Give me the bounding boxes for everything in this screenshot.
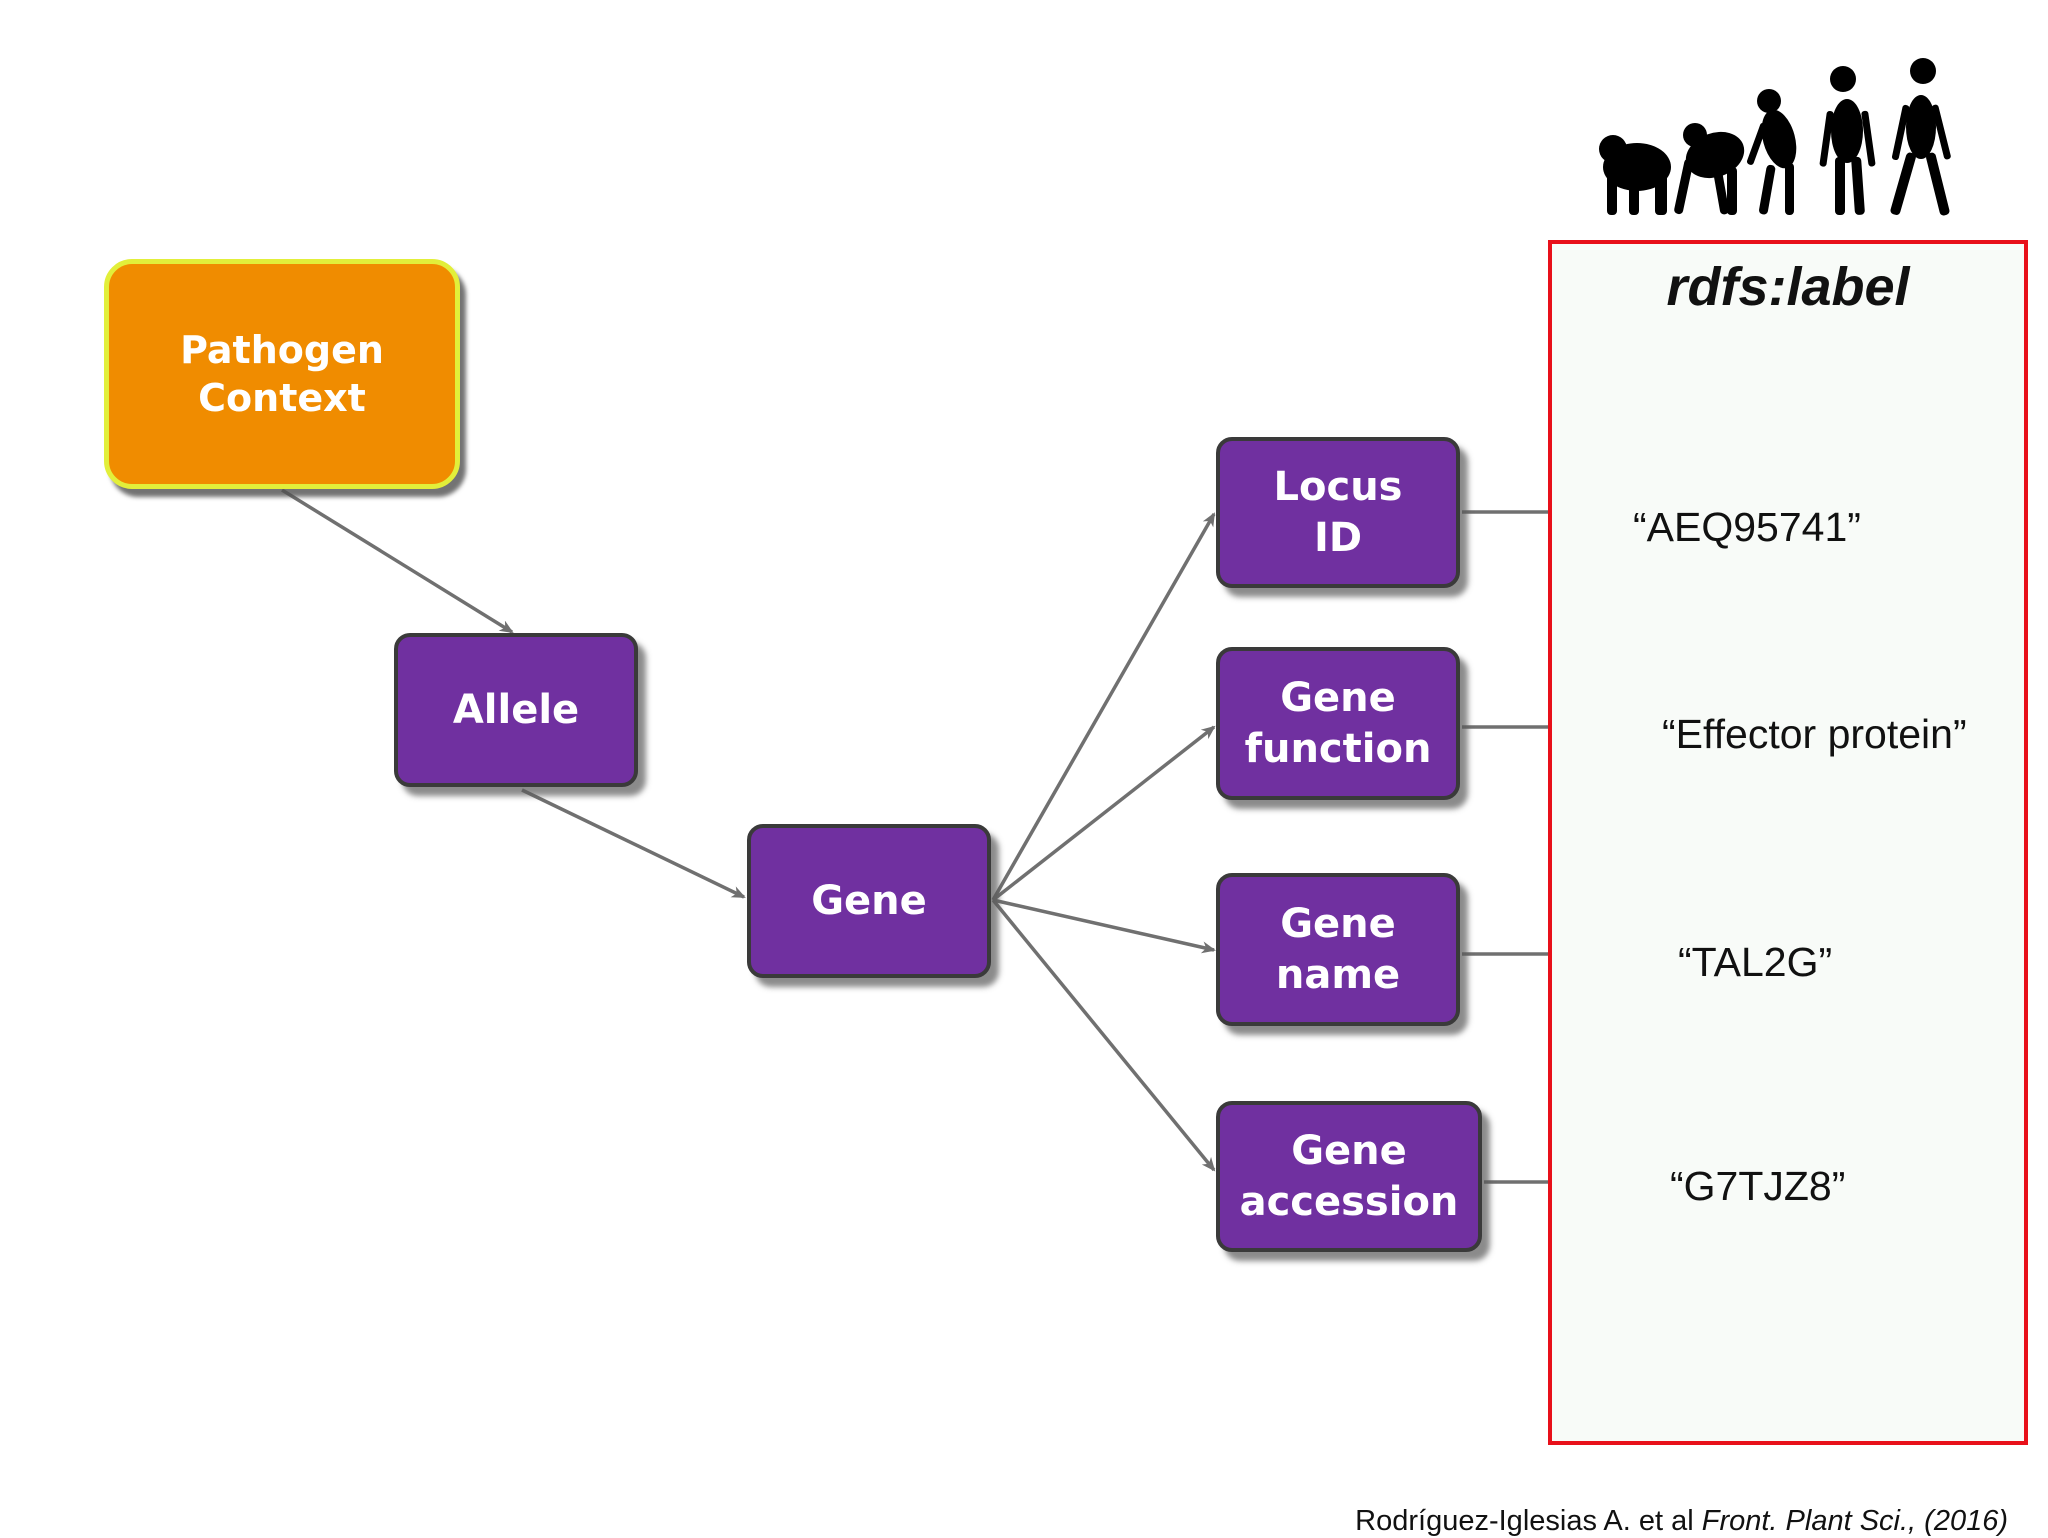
- citation-authors: Rodríguez-Iglesias A. et al: [1355, 1505, 1702, 1537]
- locus-id-label: Locus ID: [1273, 463, 1403, 561]
- arrow-pathogen-to-allele: [281, 488, 514, 634]
- gene-function-node[interactable]: Gene function: [1216, 647, 1460, 800]
- arrow-allele-to-gene: [521, 788, 746, 899]
- citation-journal: Front. Plant Sci., (2016): [1701, 1505, 2008, 1537]
- gene-label: Gene: [811, 877, 927, 924]
- arrow-gene-to-gene-name: [992, 898, 1216, 954]
- gene-name-label: Gene name: [1275, 900, 1401, 998]
- label-value-gene-name: “TAL2G”: [1678, 939, 1833, 985]
- citation: Rodríguez-Iglesias A. et al Front. Plant…: [1355, 1505, 2008, 1538]
- human-evolution-silhouettes-icon: [1599, 58, 1951, 216]
- arrow-gene-to-locus-id: [991, 512, 1216, 901]
- allele-node[interactable]: Allele: [394, 633, 638, 787]
- label-value-gene-function: “Effector protein”: [1662, 711, 1967, 757]
- label-value-gene-accession: “G7TJZ8”: [1670, 1163, 1846, 1209]
- gene-node[interactable]: Gene: [747, 824, 991, 978]
- pathogen-context-label: Pathogen Context: [180, 327, 384, 420]
- gene-name-node[interactable]: Gene name: [1216, 873, 1460, 1026]
- gene-accession-label: Gene accession: [1239, 1127, 1459, 1225]
- label-value-locus-id: “AEQ95741”: [1633, 504, 1861, 550]
- pathogen-context-node[interactable]: Pathogen Context: [104, 259, 460, 489]
- rdfs-label-title: rdfs:label: [1666, 257, 1910, 317]
- gene-function-label: Gene function: [1244, 674, 1432, 772]
- gene-accession-node[interactable]: Gene accession: [1216, 1101, 1482, 1252]
- rdfs-label-panel: [1548, 240, 2028, 1445]
- allele-label: Allele: [452, 686, 580, 733]
- arrow-gene-to-gene-accession: [991, 898, 1216, 1172]
- arrow-gene-to-gene-function: [991, 725, 1216, 902]
- locus-id-node[interactable]: Locus ID: [1216, 437, 1460, 588]
